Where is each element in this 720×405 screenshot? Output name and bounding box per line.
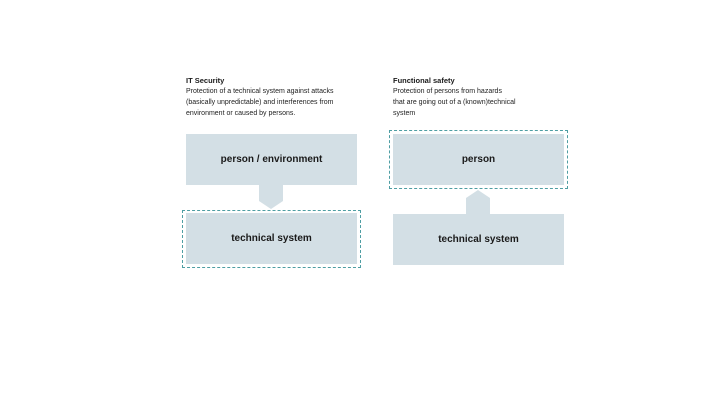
person-label: person	[461, 154, 496, 165]
down-arrow-connector	[259, 185, 283, 209]
functional-safety-desc-line-1: Protection of persons from hazards	[393, 88, 502, 95]
down-arrow-shape	[259, 185, 283, 209]
person-box: person	[393, 134, 564, 185]
person-environment-box: person / environment	[186, 134, 357, 185]
functional-safety-desc-line-2: that are going out of a (known)technical	[393, 99, 516, 106]
functional-safety-desc-line-3: system	[393, 110, 416, 117]
it-security-desc-line-3: environment or caused by persons.	[186, 110, 296, 117]
functional-safety-title: Functional safety	[393, 76, 455, 85]
it-technical-system-label: technical system	[231, 233, 312, 244]
it-security-desc-line-2: (basically unpredictable) and interferen…	[186, 99, 334, 106]
up-arrow-connector	[466, 190, 490, 214]
functional-safety-header: Functional safety Protection of persons …	[393, 76, 593, 119]
up-arrow-shape	[466, 190, 490, 214]
it-security-header: IT Security Protection of a technical sy…	[186, 76, 386, 119]
it-security-title: IT Security	[186, 76, 225, 85]
it-technical-system-box: technical system	[186, 213, 357, 264]
person-environment-label: person / environment	[220, 154, 323, 165]
it-security-desc-line-1: Protection of a technical system against…	[186, 88, 334, 95]
fs-technical-system-label: technical system	[438, 234, 519, 245]
fs-technical-system-box: technical system	[393, 214, 564, 265]
